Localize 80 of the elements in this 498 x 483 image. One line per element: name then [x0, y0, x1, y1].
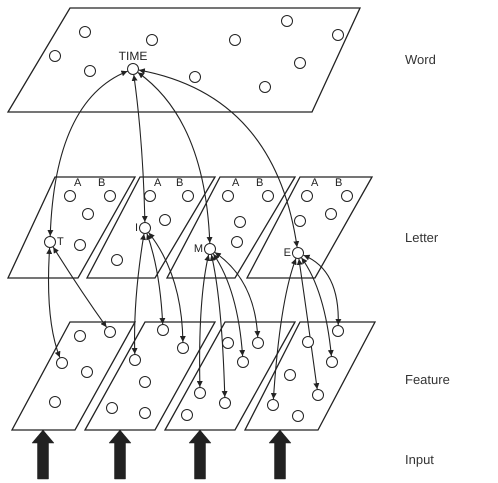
unit-circle — [281, 15, 293, 27]
unit-label: T — [57, 236, 64, 248]
input-arrow — [188, 430, 212, 480]
unit-circle — [139, 376, 151, 388]
unit-circle — [294, 215, 306, 227]
connection-arrow — [270, 258, 297, 400]
unit-circle — [234, 216, 246, 228]
unit-circle — [189, 71, 201, 83]
connection-arrow — [146, 234, 166, 324]
unit-circle — [312, 389, 324, 401]
unit-circle — [74, 239, 86, 251]
unit-label: B — [335, 178, 342, 189]
layer-label: Input — [405, 452, 434, 467]
unit-circle — [267, 399, 279, 411]
connection-arrow — [296, 258, 320, 390]
input-arrow — [32, 430, 54, 480]
layer-label: Word — [405, 52, 436, 67]
connection-arrow — [138, 72, 212, 244]
layer-label: Letter — [405, 230, 438, 245]
unit-circle — [181, 409, 193, 421]
unit-label: A — [74, 178, 82, 189]
unit-circle — [229, 34, 241, 46]
unit-circle — [49, 396, 61, 408]
unit-circle — [106, 402, 118, 414]
unit-circle — [56, 357, 68, 369]
unit-label: E — [284, 248, 291, 258]
connection-arrow — [48, 70, 128, 236]
unit-circle — [129, 354, 141, 366]
unit-circle — [284, 369, 296, 381]
unit-circle — [49, 50, 61, 62]
unit-circle — [259, 81, 271, 93]
connection-arrow — [52, 246, 107, 328]
unit-circle — [81, 366, 93, 378]
unit-label: B — [256, 178, 264, 189]
input-arrow — [268, 430, 292, 480]
connection-arrow — [196, 254, 210, 387]
unit-circle — [326, 356, 338, 368]
unit-circle — [252, 337, 264, 349]
unit-circle — [292, 410, 304, 422]
unit-circle — [139, 407, 151, 419]
unit-circle — [104, 326, 116, 338]
unit-circle — [84, 65, 96, 77]
connection-arrow — [212, 254, 246, 356]
unit-circle — [157, 324, 169, 336]
unit-circle — [79, 26, 91, 38]
unit-label: I — [134, 222, 138, 234]
connection-arrow — [138, 68, 299, 248]
connection-arrow — [148, 232, 186, 342]
unit-circle — [231, 236, 243, 248]
unit-circle — [146, 34, 158, 46]
unit-circle — [219, 397, 231, 409]
input-arrow — [108, 430, 132, 480]
unit-circle — [222, 337, 234, 349]
unit-label: B — [98, 178, 106, 189]
connection-arrow — [132, 234, 146, 354]
layer-label: Feature — [405, 372, 450, 387]
connection-arrow — [132, 74, 148, 222]
unit-circle — [177, 342, 189, 354]
connection-arrow — [301, 258, 334, 356]
unit-circle — [159, 214, 171, 226]
unit-label: TIME — [118, 50, 148, 62]
connection-arrow — [214, 252, 260, 338]
unit-circle — [332, 325, 344, 337]
unit-circle — [111, 254, 123, 266]
connection-arrow — [303, 254, 342, 325]
unit-circle — [194, 387, 206, 399]
unit-circle — [302, 336, 314, 348]
unit-label: M — [194, 244, 203, 254]
unit-label: A — [232, 178, 240, 189]
connection-arrow — [46, 248, 61, 358]
connection-arrow — [210, 254, 228, 398]
unit-circle — [82, 208, 94, 220]
unit-circle — [332, 29, 344, 41]
unit-circle — [237, 356, 249, 368]
unit-label: A — [154, 178, 162, 189]
unit-circle — [74, 330, 86, 342]
unit-label: A — [311, 178, 318, 189]
unit-circle — [294, 57, 306, 69]
unit-circle — [325, 208, 337, 220]
unit-label: B — [176, 178, 184, 189]
